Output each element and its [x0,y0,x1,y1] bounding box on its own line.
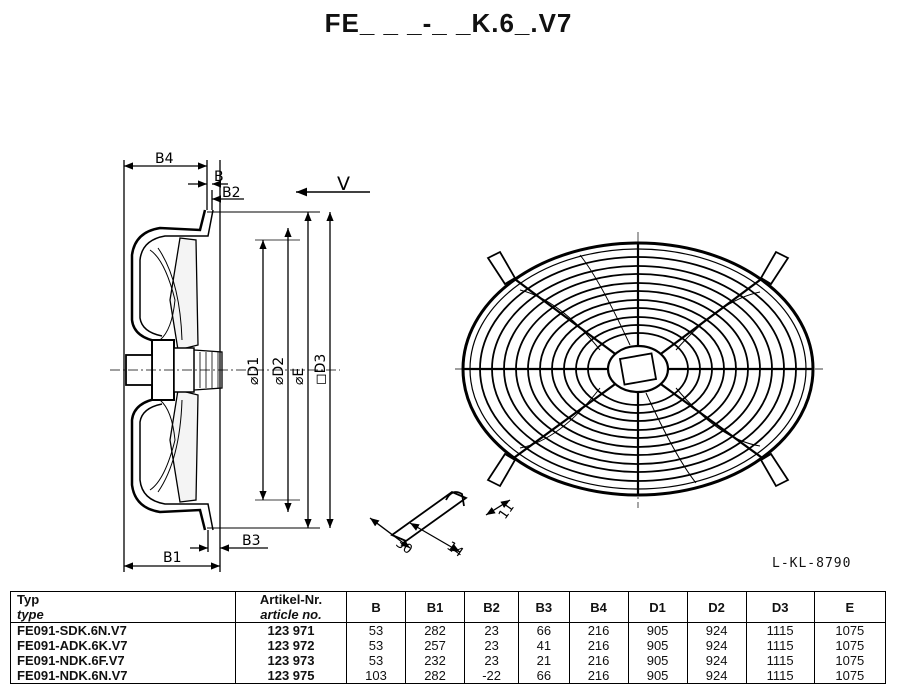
cell-value: 905 [627,638,688,653]
cell-value: 1115 [745,638,815,653]
cell-type: FE091-SDK.6N.V7 [10,622,236,638]
foot-detail [369,490,511,553]
cell-value: 216 [568,622,629,638]
table-header-row: Typ type Artikel-Nr. article no. B B1 B2… [10,591,887,623]
cell-value: 216 [568,653,629,668]
cell-type: FE091-ADK.6K.V7 [10,638,236,653]
cell-value: 1075 [813,622,887,638]
header-b2: B2 [464,591,520,623]
table-row: FE091-NDK.6F.V7 123 973 53 232 23 21 216… [10,653,887,668]
header-b3: B3 [518,591,570,623]
table-row: FE091-ADK.6K.V7 123 972 53 257 23 41 216… [10,638,887,653]
airflow-v-label: V [337,173,350,195]
cell-value: 66 [518,622,570,638]
dim-b3: B3 [242,533,261,549]
header-d3: D3 [745,591,815,623]
cell-article: 123 972 [235,638,347,653]
cell-value: 23 [464,622,520,638]
dim-b1: B1 [163,550,182,566]
table-row: FE091-SDK.6N.V7 123 971 53 282 23 66 216… [10,622,887,638]
table-row: FE091-NDK.6N.V7 123 975 103 282 -22 66 2… [10,668,887,684]
cell-value: 216 [568,668,629,684]
cell-value: 257 [405,638,466,653]
page-title: FE_ _ _-_ _K.6_.V7 [324,8,573,38]
cell-type: FE091-NDK.6N.V7 [10,668,236,684]
cell-value: 232 [405,653,466,668]
dim-b4: B4 [155,151,174,167]
cell-value: 905 [627,653,688,668]
cell-value: 282 [405,622,466,638]
cell-value: 1115 [745,653,815,668]
cell-value: 905 [627,668,688,684]
header-article: Artikel-Nr. article no. [235,591,347,623]
header-article-sub: article no. [260,607,322,622]
technical-drawing: B4 B B2 B1 B3 V ⌀D1 ⌀D2 ⌀E ◻D3 [110,151,823,572]
header-b1: B1 [405,591,466,623]
cell-article: 123 975 [235,668,347,684]
cell-value: 21 [518,653,570,668]
cell-value: 216 [568,638,629,653]
dimension-labels: B4 B B2 B1 B3 V ⌀D1 ⌀D2 ⌀E ◻D3 [155,151,350,566]
cell-value: 103 [345,668,407,684]
header-d1: D1 [627,591,688,623]
cell-type: FE091-NDK.6F.V7 [10,653,236,668]
cell-value: 282 [405,668,466,684]
header-d2: D2 [686,591,747,623]
dim-d3: ◻D3 [313,354,329,385]
cell-value: 1115 [745,622,815,638]
header-e: E [813,591,887,623]
cell-article: 123 973 [235,653,347,668]
cell-value: 23 [464,653,520,668]
header-b4: B4 [568,591,629,623]
header-type: Typ type [10,591,236,623]
cell-value: 23 [464,638,520,653]
dim-e: ⌀E [291,368,307,385]
header-type-sub: type [17,607,44,622]
spec-table: Typ type Artikel-Nr. article no. B B1 B2… [10,591,887,684]
dim-30: 30 [393,536,415,558]
cell-value: 1115 [745,668,815,684]
dim-14: 14 [444,539,466,561]
cell-value: 1075 [813,653,887,668]
dim-b2: B2 [222,185,241,201]
cell-value: -22 [464,668,520,684]
cell-value: 66 [518,668,570,684]
dim-d1: ⌀D1 [246,357,262,385]
header-b: B [345,591,407,623]
cell-value: 905 [627,622,688,638]
cell-value: 1075 [813,668,887,684]
cell-value: 924 [686,638,747,653]
side-view [110,160,370,572]
cell-value: 924 [686,622,747,638]
dim-d2: ⌀D2 [271,357,287,385]
drawing-code: L-KL-8790 [772,556,852,571]
header-type-label: Typ [17,592,40,607]
cell-value: 53 [345,653,407,668]
dim-11: 11 [496,500,518,522]
cell-article: 123 971 [235,622,347,638]
dim-b: B [214,169,224,185]
cell-value: 53 [345,622,407,638]
cell-value: 924 [686,668,747,684]
front-view [455,232,823,508]
cell-value: 41 [518,638,570,653]
cell-value: 1075 [813,638,887,653]
cell-value: 924 [686,653,747,668]
cell-value: 53 [345,638,407,653]
header-article-label: Artikel-Nr. [259,592,323,607]
